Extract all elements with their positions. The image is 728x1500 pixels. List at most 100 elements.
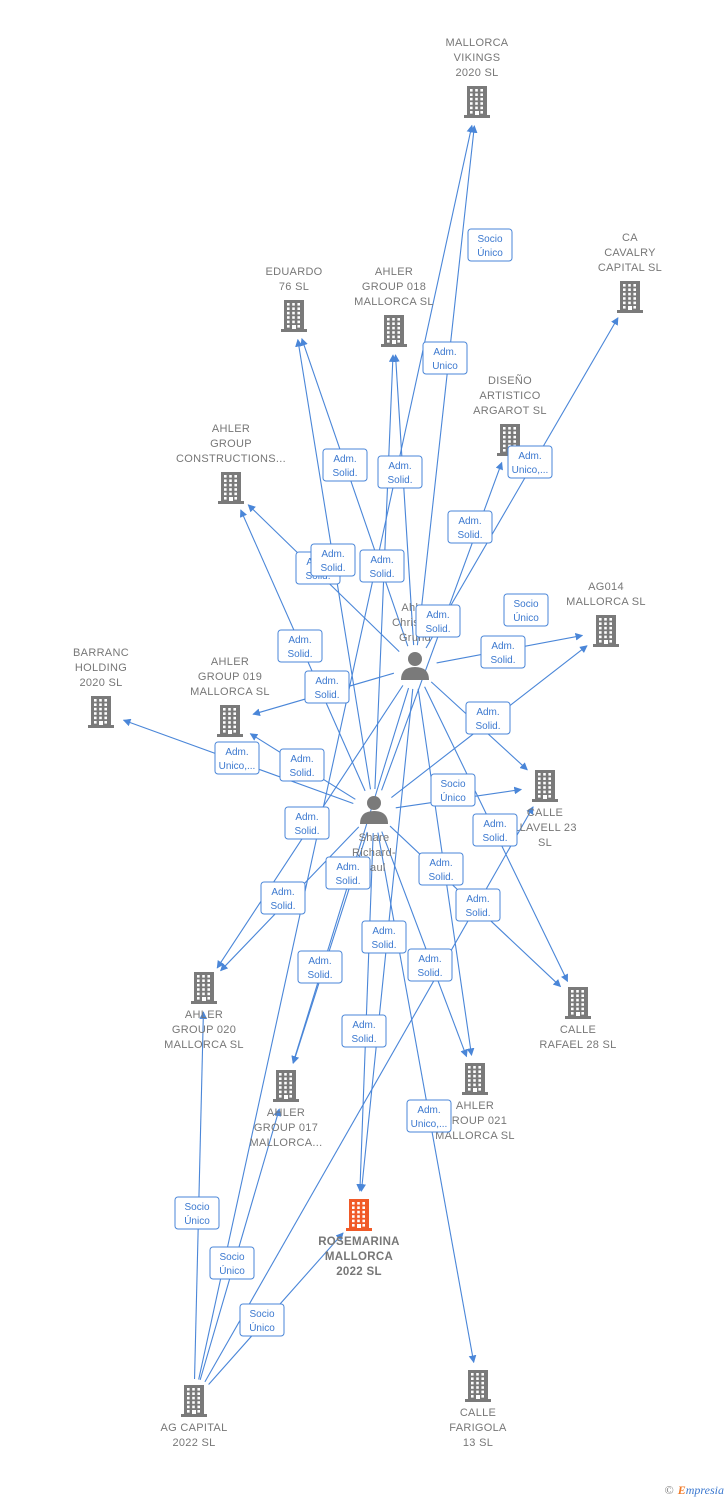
edge-labels-layer: Adm.UnicoSocioÚnicoAdm.Unico,...Adm.Soli… (174, 228, 553, 1337)
node-rosemarina[interactable]: ROSEMARINA MALLORCA 2022 SL (318, 1199, 400, 1278)
edge-label-text: Adm. (315, 676, 338, 687)
edge-label: Adm.Solid. (279, 748, 325, 782)
node-label-line: AHLER (185, 1009, 223, 1021)
edge-label-text: Único (440, 791, 466, 804)
edge-label: Adm. Solid. (465, 701, 511, 735)
node-label-line: AHLER (211, 656, 249, 668)
edge-ahler_christian-to-ahler018 (392, 354, 415, 646)
edge-label-text: Adm. (290, 754, 313, 765)
edge-label-text: Adm. (295, 812, 318, 823)
node-label-line: CAVALRY (604, 247, 656, 259)
edge-label: Adm.Unico (422, 341, 468, 375)
edge-label: Adm.Solid. (310, 543, 356, 577)
edge-label-text: Adm. (483, 819, 506, 830)
edge-label-text: Solid. (332, 468, 357, 479)
edge-label: Adm.Solid. (418, 852, 464, 886)
footer-brand: ©Empresia (665, 1483, 724, 1498)
building-icon (462, 1063, 488, 1095)
edge-label-text: Solid. (307, 970, 332, 981)
edge-share_richard-to-ahler021 (381, 831, 468, 1058)
edge-label: Adm.Solid. (260, 881, 306, 915)
edge-ag_capital-to-ahler020 (193, 1011, 208, 1380)
node-ahler_constr[interactable]: AHLERGROUPCONSTRUCTIONS... (176, 423, 286, 504)
edge-label-text: Solid. (320, 563, 345, 574)
edge-label-text: Solid. (425, 624, 450, 635)
edge-label: Adm. Solid. (284, 806, 330, 840)
edge-label-text: Adm. (288, 635, 311, 646)
edge-label-text: Adm. (352, 1020, 375, 1031)
node-label-line: CAPITAL SL (598, 262, 662, 274)
building-icon (381, 315, 407, 347)
node-ag_capital[interactable]: AG CAPITAL 2022 SL (161, 1385, 228, 1449)
edge-label-text: Adm. (476, 707, 499, 718)
node-label-line: CONSTRUCTIONS... (176, 453, 286, 465)
node-label-line: MALLORCA SL (435, 1130, 515, 1142)
edge-label-text: Adm. (225, 747, 248, 758)
node-label-line: MALLORCA SL (566, 596, 646, 608)
node-label-line: 2022 SL (172, 1437, 215, 1449)
edge-label-text: Solid. (417, 968, 442, 979)
node-label-line: MALLORCA... (250, 1137, 323, 1149)
edge-label-text: Solid. (465, 908, 490, 919)
node-label-line: 2020 SL (455, 67, 498, 79)
edge-label-text: Socio (440, 779, 465, 790)
node-label-line: 13 SL (463, 1437, 493, 1449)
node-label-line: MALLORCA SL (164, 1039, 244, 1051)
edge-label-text: Solid. (335, 876, 360, 887)
node-label-line: Share (359, 832, 390, 844)
building-icon (88, 696, 114, 728)
building-icon (217, 705, 243, 737)
edge-label: Adm. Solid. (277, 629, 323, 663)
building-icon (181, 1385, 207, 1417)
node-label-line: 2020 SL (79, 677, 122, 689)
node-label-line: AG CAPITAL (161, 1422, 228, 1434)
edge-label-text: Adm. (491, 641, 514, 652)
edge-label: Adm.Solid. (359, 549, 405, 583)
edge-label-text: Adm. (308, 956, 331, 967)
edge-label: Adm.Solid. (304, 670, 350, 704)
edge-label-text: Adm. (418, 954, 441, 965)
edge-ag_capital-to-ahler017 (199, 1108, 282, 1381)
edge-label-text: Solid. (287, 649, 312, 660)
edge-label-text: Adm. (372, 926, 395, 937)
edge-label-text: Adm. (370, 555, 393, 566)
edges-layer (122, 124, 619, 1385)
edge-label-text: Solid. (294, 826, 319, 837)
edge-label-text: Solid. (475, 721, 500, 732)
edge-label: Adm. Solid. (407, 948, 453, 982)
node-label-line: EDUARDO (265, 266, 322, 278)
node-label-line: MALLORCA (325, 1251, 393, 1263)
node-label-line: GROUP 020 (172, 1024, 236, 1036)
node-label-line: VIKINGS (454, 52, 501, 64)
edge-label-text: Adm. (466, 894, 489, 905)
node-label-line: 2022 SL (336, 1266, 382, 1278)
node-label-line: AHLER (267, 1107, 305, 1119)
edge-label-text: Adm. (417, 1105, 440, 1116)
edge-label-text: Adm. (518, 451, 541, 462)
node-label-line: GROUP 019 (198, 671, 262, 683)
edge-label-text: Adm. (388, 461, 411, 472)
edge-label: Adm. Solid. (455, 888, 501, 922)
edge-label-text: Adm. (271, 887, 294, 898)
node-label-line: ROSEMARINA (318, 1236, 400, 1248)
edge-share_richard-to-rosemarina (356, 832, 374, 1192)
